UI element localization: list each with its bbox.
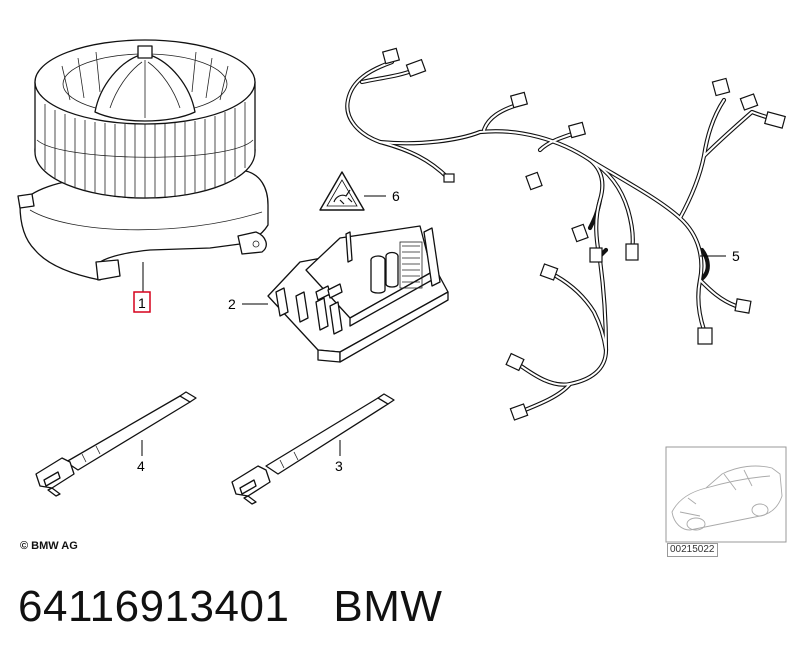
wiring-harness-icon	[345, 47, 786, 421]
callout-4: 4	[137, 458, 145, 474]
highlight-box	[133, 291, 151, 313]
callout-3: 3	[335, 458, 343, 474]
copyright-text: © BMW AG	[20, 540, 78, 552]
part-number: 64116913401	[18, 582, 290, 631]
brand-name: BMW	[333, 582, 443, 631]
callout-2: 2	[228, 296, 236, 312]
callout-5: 5	[732, 248, 740, 264]
warning-sign-icon	[319, 171, 386, 211]
cable-strap-icon	[231, 393, 395, 505]
part-number-line: 64116913401 BMW	[18, 582, 442, 632]
car-thumbnail-icon	[665, 446, 787, 543]
callout-1: 1	[138, 295, 146, 311]
blower-motor-icon	[17, 39, 269, 292]
reference-number: 00215022	[667, 543, 718, 557]
cable-strap-icon	[35, 391, 197, 497]
resistor-module-icon	[242, 225, 449, 363]
callout-6: 6	[392, 188, 400, 204]
